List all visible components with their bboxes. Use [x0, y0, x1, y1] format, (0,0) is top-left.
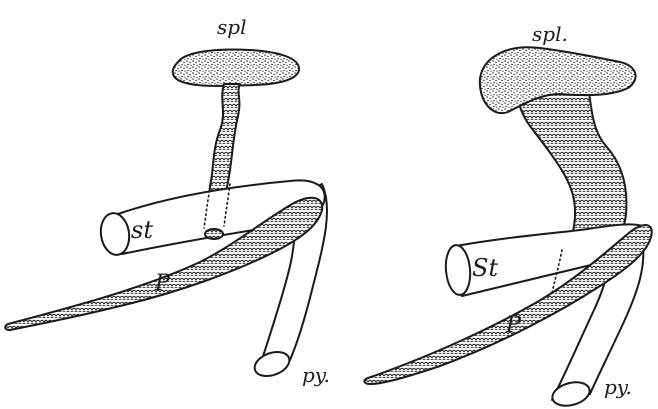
left-label-stomach: st	[131, 216, 153, 244]
right-label-stomach: St	[472, 254, 498, 282]
right-panel: spl. St P py.	[364, 22, 651, 409]
right-label-spleen: spl.	[532, 22, 568, 46]
left-spleen-shape	[173, 50, 299, 86]
right-label-pylorus: py.	[604, 375, 632, 399]
left-panel: spl st P py.	[5, 15, 330, 387]
left-label-pylorus: py.	[302, 363, 330, 387]
left-label-pancreas: P	[154, 271, 171, 296]
right-label-pancreas: P	[505, 313, 522, 338]
left-stalk-junction	[205, 229, 223, 239]
left-label-spleen: spl	[217, 15, 246, 39]
